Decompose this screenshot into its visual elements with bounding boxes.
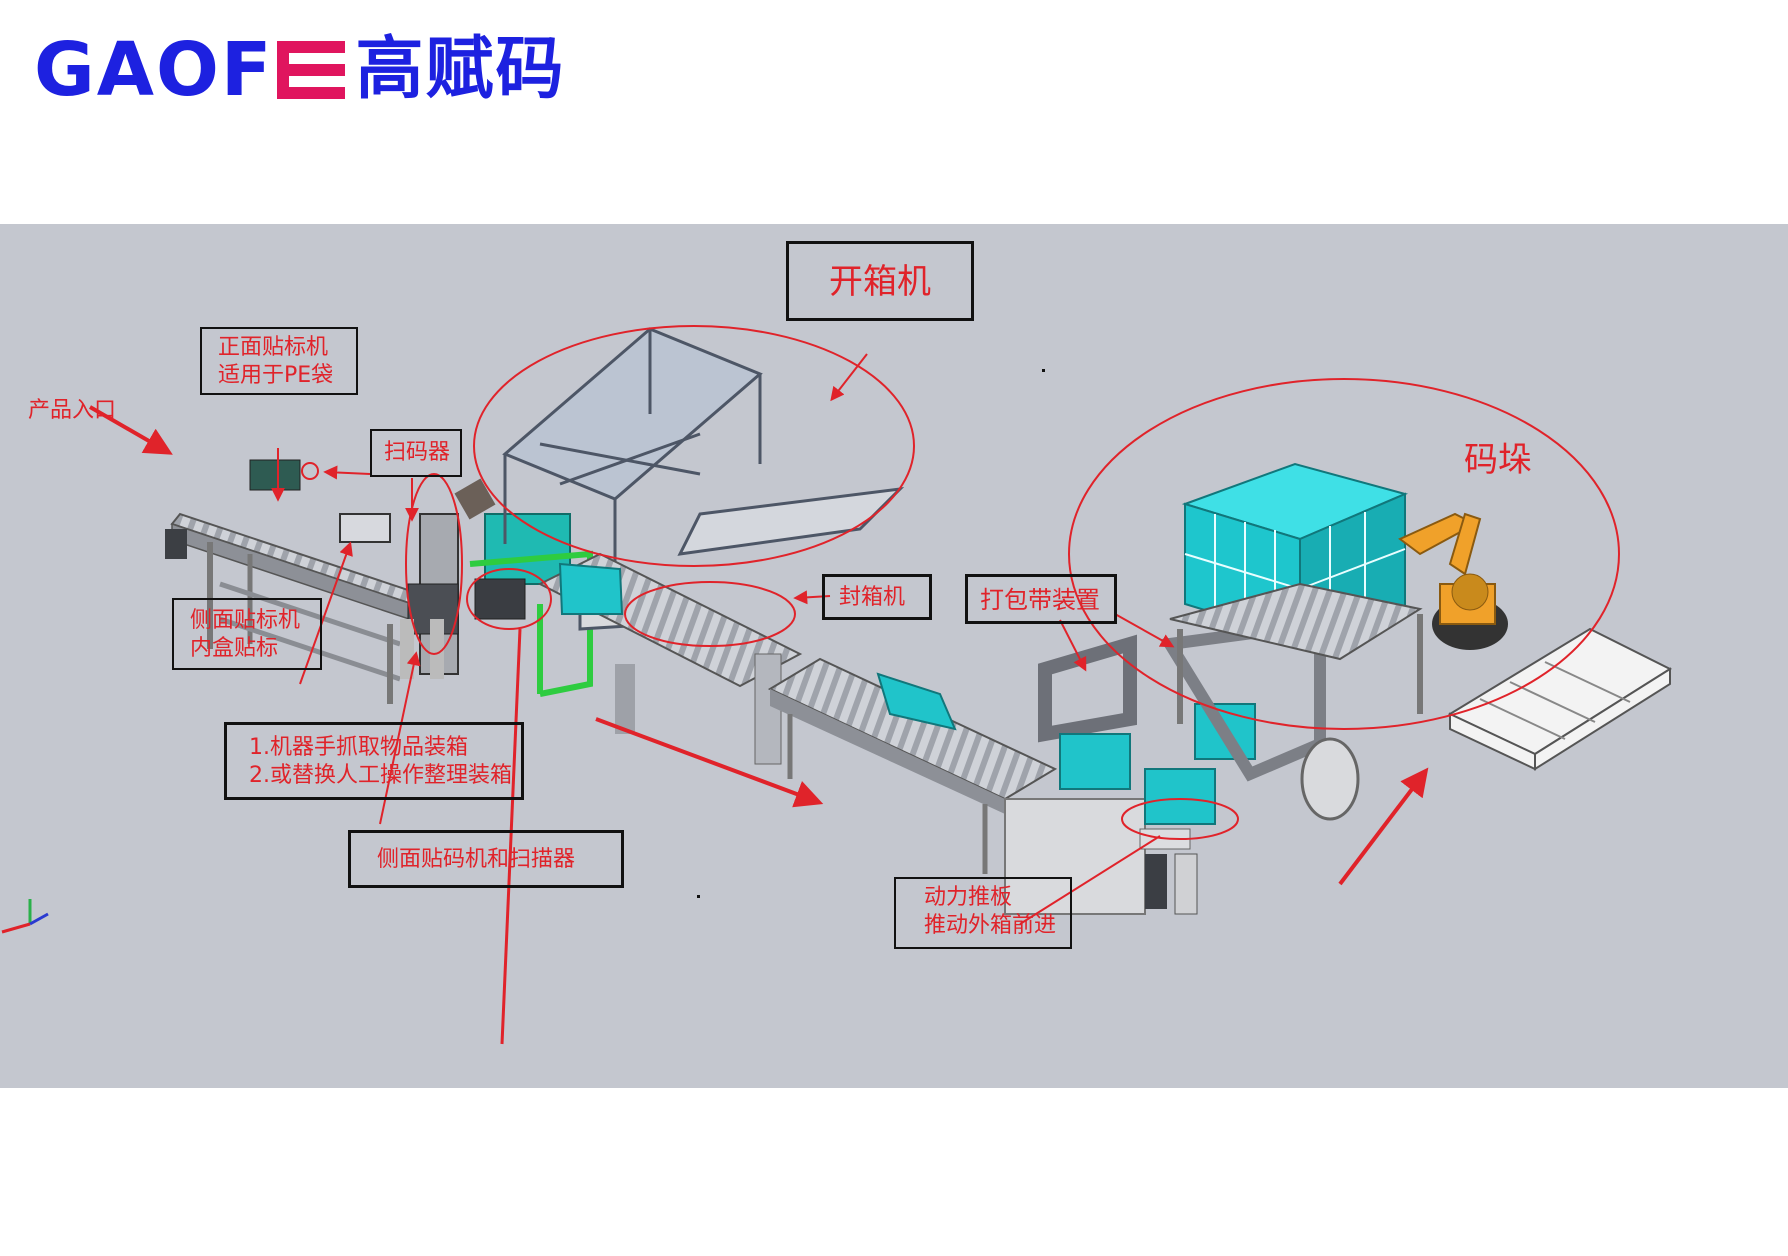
label-palletizing: 码垛	[1464, 440, 1532, 480]
box-pusher: 动力推板 推动外箱前进	[894, 877, 1072, 949]
palletizing-robot	[1398, 512, 1508, 650]
label-side-labeler-1: 侧面贴标机	[190, 608, 301, 633]
robot-arm-station	[400, 478, 496, 679]
label-front-labeler-2: 适用于PE袋	[218, 363, 334, 388]
box-sealer: 封箱机	[822, 574, 932, 620]
box-front-labeler: 正面贴标机 适用于PE袋	[200, 327, 358, 395]
header: GAOF 高赋码	[0, 0, 1788, 224]
strapping-machine	[1004, 617, 1360, 915]
label-front-labeler-1: 正面贴标机	[218, 335, 329, 360]
label-scanner: 扫码器	[384, 440, 451, 465]
label-sealer: 封箱机	[839, 585, 906, 610]
box-strapping: 打包带装置	[965, 574, 1117, 624]
axis-triad-icon	[1, 899, 49, 934]
entry-conveyor	[165, 459, 422, 704]
box-robot-packing: 1.机器手抓取物品装箱 2.或替换人工操作整理装箱	[224, 722, 524, 800]
label-robot-1: 1.机器手抓取物品装箱	[249, 735, 468, 760]
label-strapping: 打包带装置	[980, 586, 1100, 614]
pallet-stack	[1169, 462, 1423, 724]
sealer-conveyor	[537, 552, 803, 765]
box-case-erector: 开箱机	[786, 241, 974, 321]
output-conveyor	[767, 657, 1058, 874]
box-side-coder: 侧面贴码机和扫描器	[348, 830, 624, 888]
annotation-arrows	[89, 353, 1429, 1045]
logo-e-mark-icon	[277, 41, 346, 99]
label-side-labeler-2: 内盒贴标	[190, 636, 279, 661]
label-product-entry: 产品入口	[28, 398, 117, 423]
annotation-ellipses	[301, 325, 1620, 840]
label-case-erector: 开箱机	[829, 262, 931, 302]
logo-latin-text: GAOF	[34, 27, 274, 113]
production-line-diagram: 产品入口 正面贴标机 适用于PE袋 扫码器 侧面贴标机 内盒贴标 1.机器手抓取…	[0, 224, 1788, 1088]
box-scanner: 扫码器	[370, 429, 462, 477]
case-erector-machine	[502, 327, 905, 631]
logo-chinese-text: 高赋码	[355, 30, 566, 109]
line-illustration	[1, 325, 1673, 1045]
empty-pallet	[1447, 627, 1673, 771]
label-side-coder: 侧面贴码机和扫描器	[377, 847, 576, 872]
box-side-labeler: 侧面贴标机 内盒贴标	[172, 598, 322, 670]
label-pusher-1: 动力推板	[924, 885, 1013, 910]
label-pusher-2: 推动外箱前进	[924, 913, 1057, 938]
gaofe-logo: GAOF 高赋码	[34, 30, 565, 110]
label-robot-2: 2.或替换人工操作整理装箱	[249, 763, 512, 788]
